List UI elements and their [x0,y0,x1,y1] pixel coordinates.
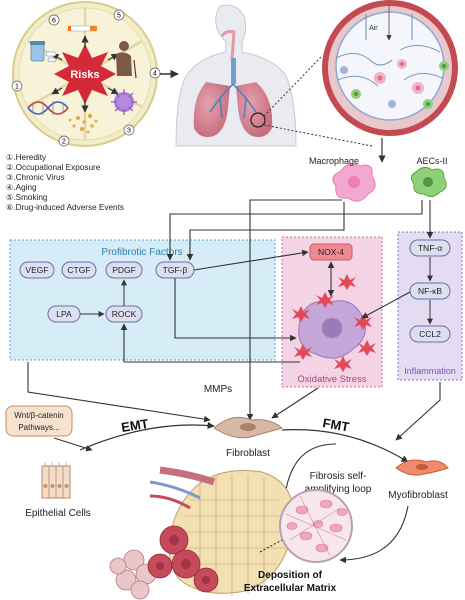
tgfb-label: TGF-β [163,265,188,275]
risks-label: Risks [70,69,99,81]
epithelial-label: Epithelial Cells [25,508,91,519]
legend-item-3: ③.Chronic Virus [6,173,65,182]
pdgf-label: PDGF [112,265,136,275]
legend-item-6: ⑥.Drug-induced Adverse Events [6,203,124,212]
risk-wheel: Risks [11,1,161,147]
ecm-label-line2: Extracellular Matrix [244,583,337,594]
legend-number-4: ④ [6,183,14,192]
nfkb-label: NF-κB [418,286,442,296]
oxidative-stress-panel: NOX-4 Oxidative Stress [281,236,383,388]
ccl2-node [409,325,451,343]
legend-item-5: ⑤.Smoking [6,193,48,202]
alveolus-inset: Air [322,0,458,136]
pathway-arrows [27,199,441,441]
air-label: Air [369,25,378,32]
svg-text:3: 3 [127,128,131,135]
myofibroblast-cell-icon [395,459,449,476]
fibroblast-cell-icon [213,416,284,439]
nfkb-node [409,282,451,300]
legend-number-5: ⑤ [6,193,14,202]
legend-number-3: ③ [6,173,14,182]
svg-text:4: 4 [153,71,157,78]
epithelial-cells-icon [41,462,71,499]
ctgf-label: CTGF [67,265,90,275]
aecs-cell-icon [410,166,447,198]
profibrotic-factors-panel: Profibrotic Factors VEGF CTGF PDGF TGF-β… [9,239,276,361]
svg-text:6: 6 [52,18,56,25]
ccl2-label: CCL2 [419,329,441,339]
aecs-label: AECs-II [416,156,447,166]
cigarette-icon [68,25,97,32]
nox4-label: NOX-4 [318,247,344,257]
mmps-label: MMPs [204,384,232,395]
fibroblast-label: Fibroblast [226,448,270,459]
legend-number-6: ⑥ [6,203,14,212]
fmt-label: FMT [321,415,350,434]
inflammation-panel: TNF-α NF-κB CCL2 Inflammation [397,231,463,381]
nox4-node [309,243,353,261]
lpa-label: LPA [56,309,72,319]
ecm-magnifier [279,489,353,563]
myofibroblast-label: Myofibroblast [388,490,448,501]
wnt-label-line2: Pathways... [18,423,59,432]
wnt-pathway-box: Wnt/β-catenin Pathways... [5,405,73,437]
ecm-label-line1: Deposition of [258,570,323,581]
oxidative-title: Oxidative Stress [297,374,366,385]
wnt-label-line1: Wnt/β-catenin [14,411,64,420]
legend-number-2: ② [6,163,14,172]
fmt-arrow [281,429,409,463]
emt-label: EMT [120,416,150,435]
tnfa-label: TNF-α [418,243,442,253]
dust-particles-icon [68,113,98,134]
loop-arrow-down [339,505,409,564]
alveoli-bronchiole-illustration [109,466,294,600]
risk-number-markers: 6 5 4 3 2 1 [11,9,161,147]
rock-label: ROCK [112,309,137,319]
legend-item-1: ①.Heredity [6,153,47,162]
pill-bottle-icon [30,41,57,62]
vegf-node [19,261,55,279]
tnfa-node [409,239,451,257]
human-torso-with-lungs [175,4,297,147]
elderly-person-icon [116,41,137,79]
vegf-label: VEGF [25,265,48,275]
stressed-cell-icon [298,300,366,359]
svg-text:2: 2 [62,139,66,146]
dna-icon [27,101,69,115]
alveolar-cells [340,59,449,109]
pdgf-node [105,261,143,279]
inflammation-title: Inflammation [404,366,456,376]
loop-label-line2: amplifying loop [305,484,372,495]
legend-number-1: ① [6,153,14,162]
macrophage-label: Macrophage [309,156,359,166]
emt-arrow [79,421,215,451]
risks-burst-icon [51,35,119,113]
svg-text:1: 1 [15,84,19,91]
macrophage-cell-icon [332,163,376,202]
svg-text:5: 5 [117,13,121,20]
virus-icon [111,89,137,115]
ros-burst-icons [292,274,376,372]
profibrotic-title: Profibrotic Factors [101,247,182,258]
ctgf-node [61,261,97,279]
loop-label-line1: Fibrosis self- [310,471,367,482]
legend-item-4: ④.Aging [6,183,37,192]
zoom-lines [263,55,373,147]
legend-item-2: ②.Occupational Exposure [6,163,101,172]
